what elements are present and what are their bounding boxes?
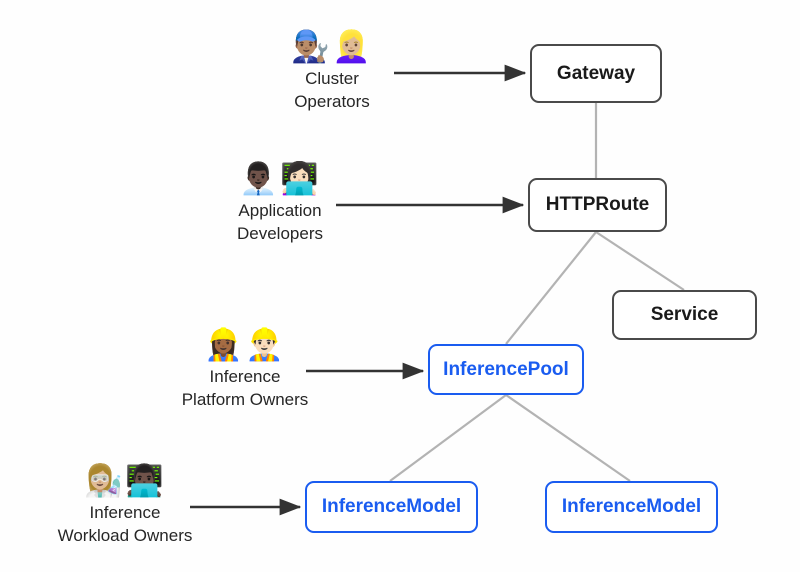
persona-application-developers-label-line2: Developers xyxy=(237,224,323,243)
node-inferencepool-label: InferencePool xyxy=(443,358,569,380)
persona-cluster-operators: 👨🏽‍🔧👱🏼‍♀️ Cluster Operators xyxy=(256,28,408,112)
edge-httproute-inferencepool xyxy=(505,231,597,345)
node-inferencemodel-left[interactable]: InferenceModel xyxy=(305,481,478,533)
node-gateway-label: Gateway xyxy=(556,62,636,84)
persona-cluster-operators-label-line1: Cluster xyxy=(305,69,359,88)
node-service[interactable]: Service xyxy=(612,290,757,340)
cluster-operators-icon: 👨🏽‍🔧👱🏼‍♀️ xyxy=(291,29,373,65)
node-inferencemodel-right[interactable]: InferenceModel xyxy=(545,481,718,533)
persona-inference-workload-owners: 👩🏼‍🔬👨🏿‍💻 Inference Workload Owners xyxy=(35,462,215,546)
persona-inference-workload-owners-label-line1: Inference xyxy=(89,503,161,522)
persona-application-developers-label-line1: Application xyxy=(238,201,322,220)
persona-cluster-operators-label-line2: Operators xyxy=(294,92,370,111)
persona-inference-platform-owners-label-line2: Platform Owners xyxy=(181,390,309,409)
node-inferencemodel-left-label: InferenceModel xyxy=(321,496,462,517)
edge-inferencepool-inferencemodel-left xyxy=(389,394,507,482)
node-service-label: Service xyxy=(650,304,719,325)
persona-inference-workload-owners-label-line2: Workload Owners xyxy=(57,526,193,545)
inference-platform-owners-icon: 👷🏾‍♀️👷🏻‍♂️ xyxy=(204,327,286,363)
node-httproute[interactable]: HTTPRoute xyxy=(528,178,667,232)
node-httproute-label: HTTPRoute xyxy=(545,194,650,215)
edge-httproute-service xyxy=(595,231,685,291)
node-inferencemodel-right-label: InferenceModel xyxy=(561,496,702,517)
edge-inferencepool-inferencemodel-right xyxy=(505,394,631,482)
node-gateway[interactable]: Gateway xyxy=(530,44,662,103)
persona-inference-platform-owners-label-line1: Inference xyxy=(209,367,281,386)
node-inferencepool[interactable]: InferencePool xyxy=(428,344,584,395)
persona-application-developers: 👨🏿‍💼👩🏻‍💻 Application Developers xyxy=(204,160,356,244)
application-developers-icon: 👨🏿‍💼👩🏻‍💻 xyxy=(239,161,321,197)
persona-inference-platform-owners: 👷🏾‍♀️👷🏻‍♂️ Inference Platform Owners xyxy=(159,326,331,410)
inference-workload-owners-icon: 👩🏼‍🔬👨🏿‍💻 xyxy=(84,463,166,499)
